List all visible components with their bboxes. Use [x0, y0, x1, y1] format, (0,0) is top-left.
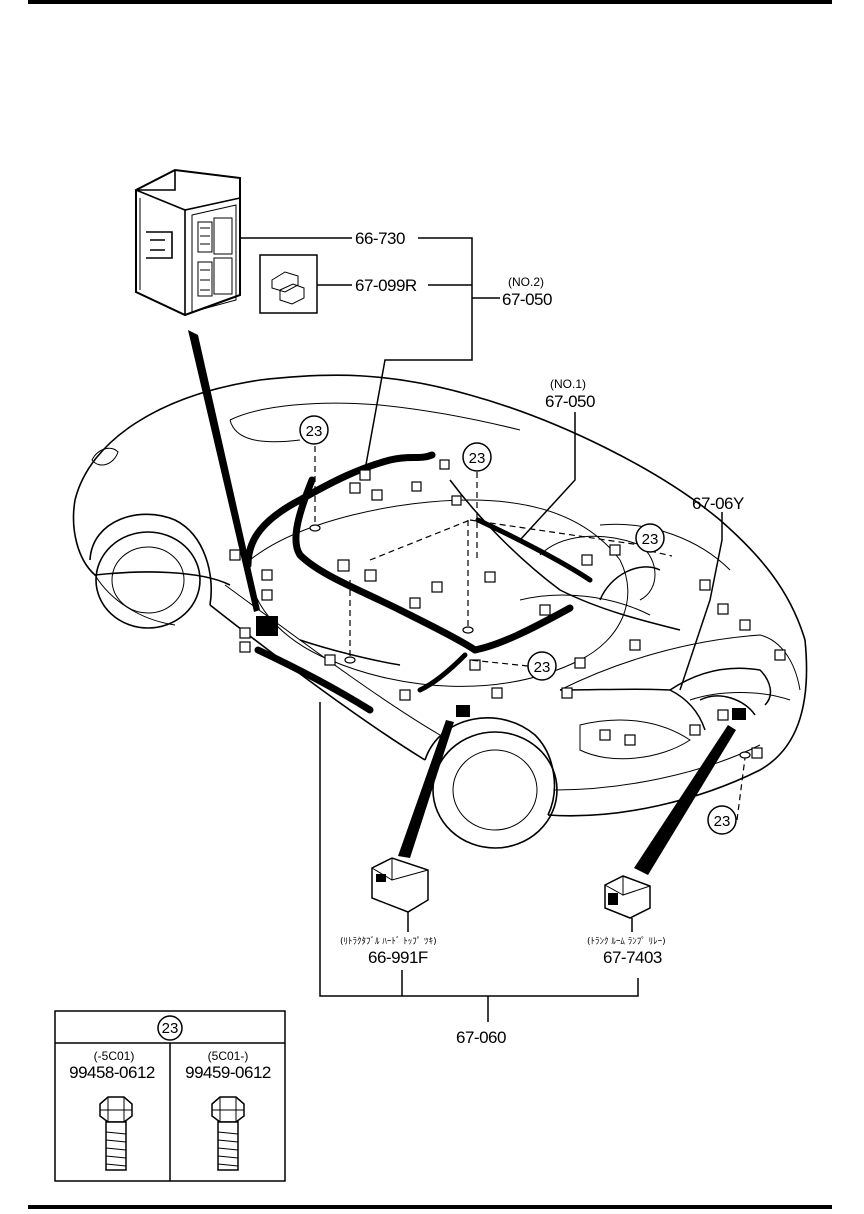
- part-note-hardtop: (ﾘﾄﾗｸﾀﾌﾞﾙ ﾊｰﾄﾞ ﾄｯﾌﾟ ﾂｷ): [340, 936, 437, 947]
- part-note-no2: (NO.2): [508, 275, 544, 289]
- bolt-icon-left: [99, 1096, 133, 1171]
- relay-box-illustration: [259, 254, 318, 314]
- top-rule: [28, 0, 832, 4]
- svg-text:23: 23: [306, 423, 323, 440]
- part-label-67-060: 67-060: [456, 1028, 506, 1047]
- part-label-67-099R: 67-099R: [355, 276, 417, 295]
- bolt-left-part: 99458-0612: [69, 1063, 155, 1082]
- svg-text:23: 23: [642, 531, 659, 548]
- bolt-table-ref: 23: [162, 1020, 179, 1037]
- bolt-reference-table: 23 (-5C01) 99458-0612 (5C01-) 99459-0612: [54, 1010, 286, 1182]
- svg-text:23: 23: [534, 659, 551, 676]
- bolt-locator-lines: [314, 446, 746, 821]
- relay-component-illustration: [604, 875, 651, 932]
- relay-pointer: [634, 725, 736, 875]
- callout-23-d: 23: [527, 651, 557, 681]
- callout-23-a: 23: [299, 415, 329, 445]
- part-label-66-730: 66-730: [355, 229, 405, 248]
- bolt-left-note: (-5C01): [94, 1049, 135, 1063]
- top-leader-lines: [240, 237, 723, 691]
- part-label-66-991F: 66-991F: [368, 948, 428, 967]
- part-label-67-050-no2: 67-050: [502, 290, 552, 309]
- svg-text:23: 23: [469, 450, 486, 467]
- callout-23-c: 23: [635, 523, 665, 553]
- junction-box-illustration: [135, 168, 241, 317]
- part-note-no1: (NO.1): [550, 377, 586, 391]
- part-label-67-06Y: 67-06Y: [692, 494, 744, 513]
- bolt-right-part: 99459-0612: [185, 1063, 271, 1082]
- bolt-icon-right: [211, 1096, 245, 1171]
- part-label-67-7403: 67-7403: [603, 948, 662, 967]
- part-note-trunk-relay: (ﾄﾗﾝｸ ﾙｰﾑ ﾗﾝﾌﾟ ﾘﾚｰ): [587, 936, 666, 947]
- bottom-rule: [28, 1205, 832, 1209]
- switch-component-illustration: [371, 857, 429, 932]
- callout-23-b: 23: [462, 442, 492, 472]
- part-label-67-050-no1: 67-050: [545, 392, 595, 411]
- bolt-right-note: (5C01-): [208, 1049, 249, 1063]
- switch-pointer: [398, 720, 454, 858]
- harness-routing: [229, 451, 786, 759]
- svg-text:23: 23: [714, 813, 731, 830]
- junction-box-pointer: [188, 330, 260, 612]
- bottom-bracket-lines: [319, 702, 639, 1022]
- callout-23-e: 23: [707, 805, 737, 835]
